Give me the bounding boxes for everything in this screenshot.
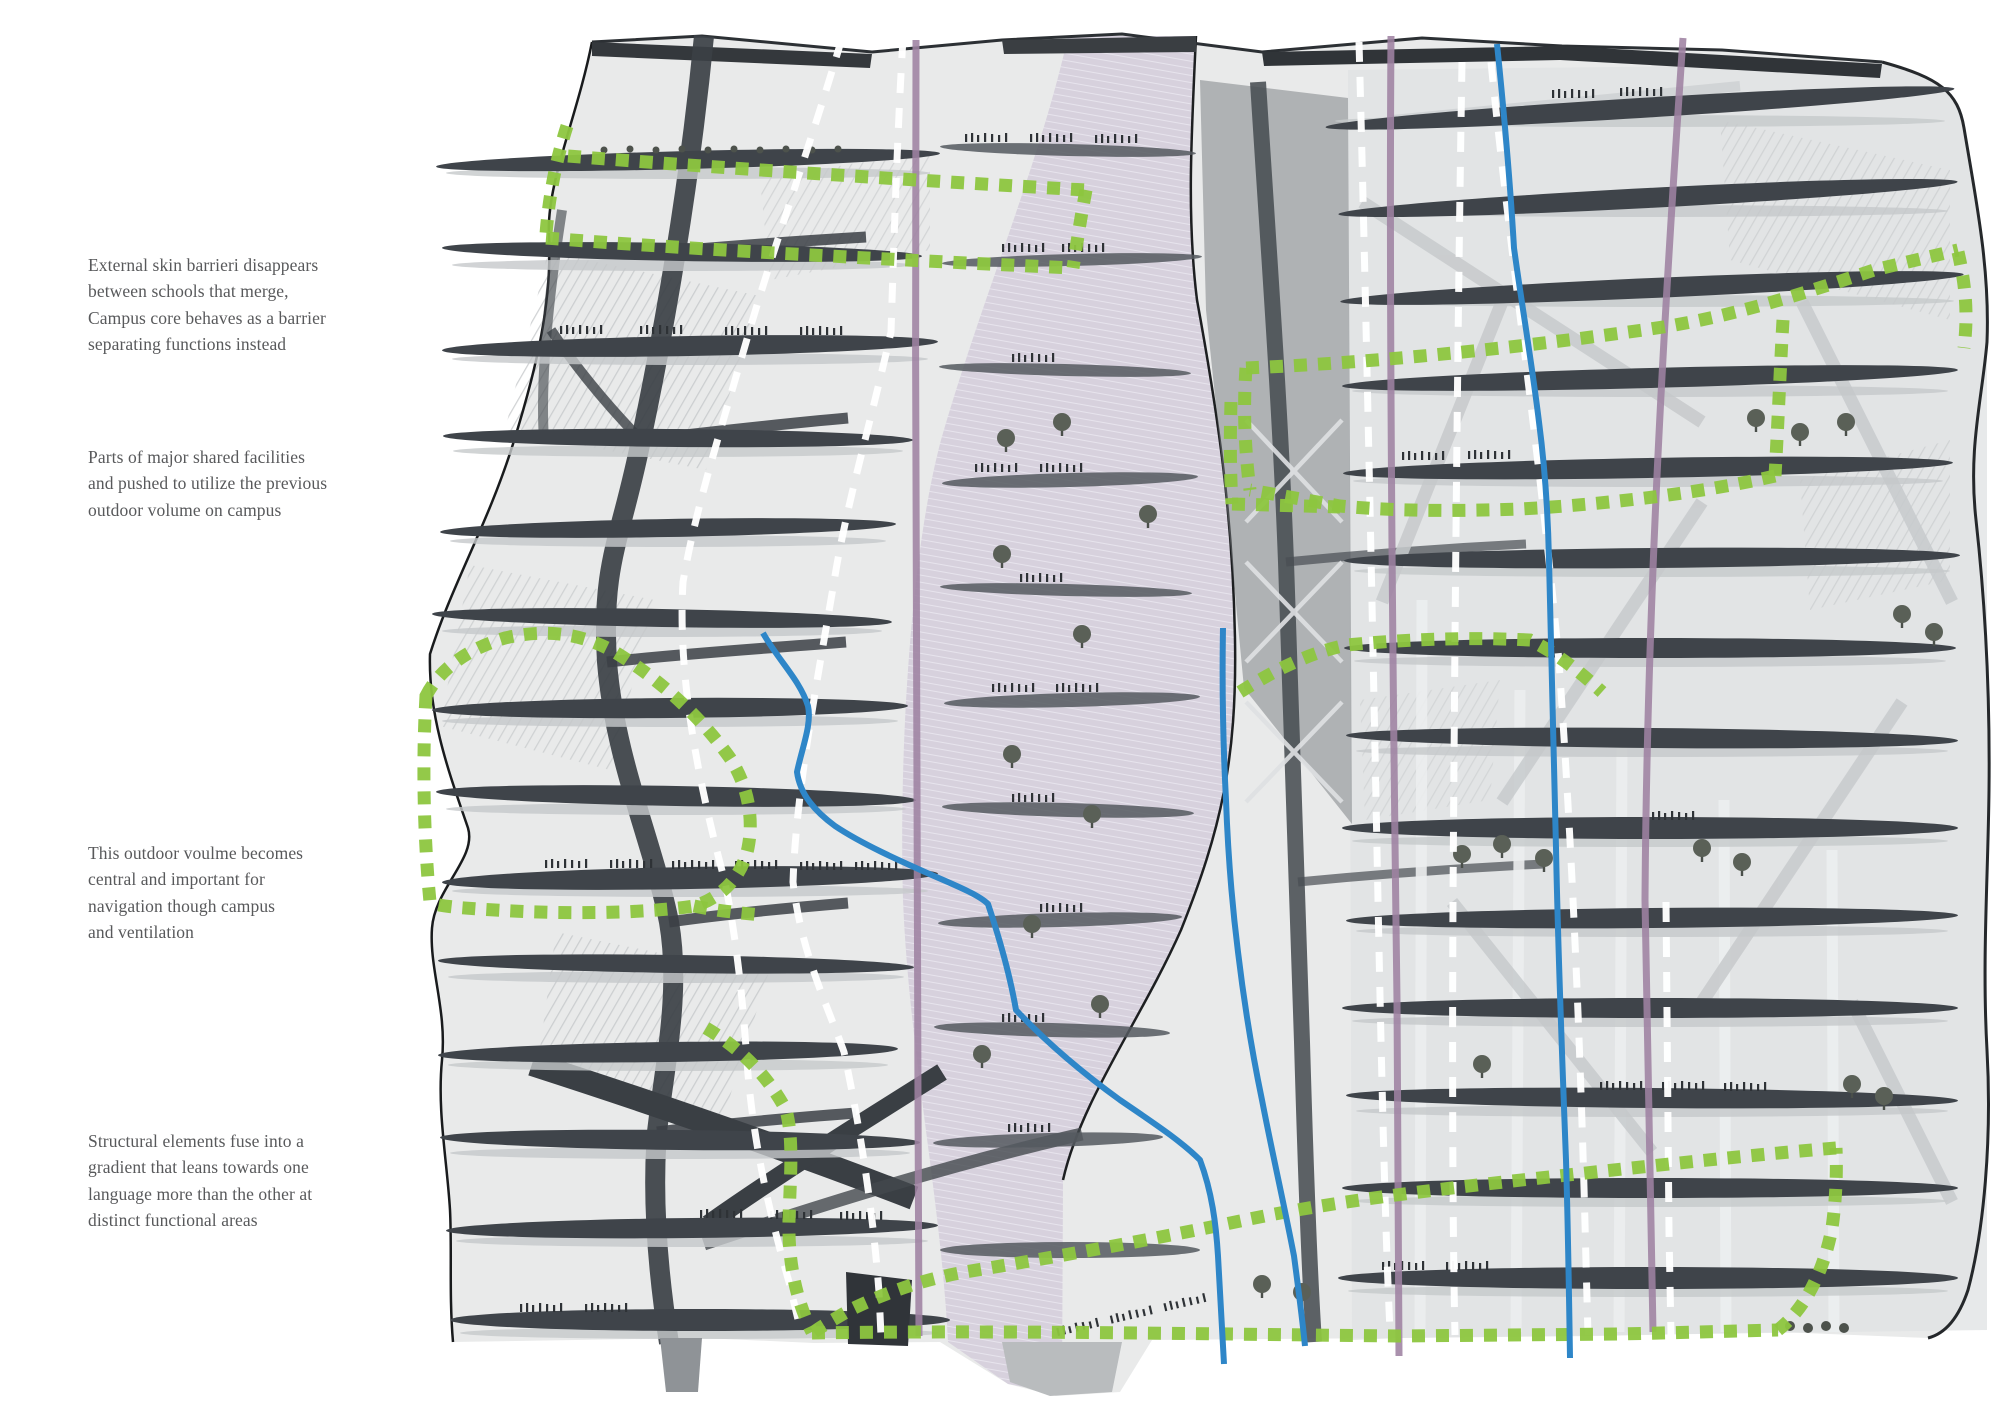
floor-plates-dark bbox=[432, 86, 1964, 1331]
entourage bbox=[520, 87, 1943, 1396]
annotation-1: External skin barrieri disappears betwee… bbox=[88, 255, 326, 354]
annotation-2: Parts of major shared facilities and pus… bbox=[88, 447, 328, 520]
annotation-4: Structural elements fuse into a gradient… bbox=[88, 1131, 313, 1230]
annotation-3: This outdoor voulme becomes central and … bbox=[88, 843, 304, 942]
blue-circulation-lines bbox=[760, 43, 1573, 1365]
green-zone-outlines bbox=[417, 123, 1973, 1343]
purple-guidelines bbox=[912, 35, 1687, 1357]
trees bbox=[600, 145, 1943, 1333]
